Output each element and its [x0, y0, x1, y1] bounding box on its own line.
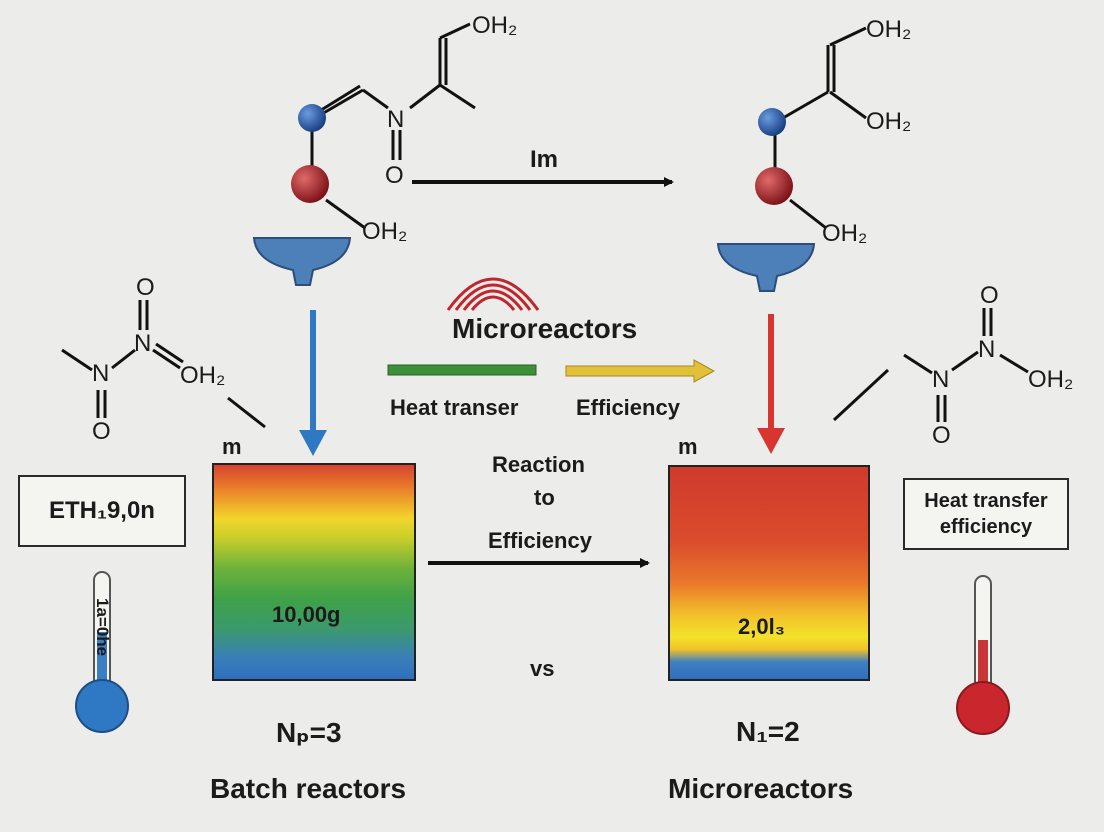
efficiency-mid-label: Efficiency [488, 528, 592, 553]
left-top-oh2-bottom-label: OH₂ [362, 218, 408, 245]
n1-label: N₁=2 [736, 716, 800, 747]
left-funnel-icon [252, 237, 352, 286]
left-nitro-oh2: OH₂ [180, 362, 226, 389]
left-blue-atom [298, 104, 326, 132]
micro-value-label: 2,0l₃ [738, 614, 785, 639]
m-left-label: m [222, 434, 242, 459]
blue-down-arrow-head [299, 430, 327, 456]
right-nitro-n-right: N [978, 336, 996, 363]
left-thermometer-fill [97, 632, 107, 696]
m-right-label: m [678, 434, 698, 459]
efficiency-label: Efficiency [576, 395, 680, 420]
right-red-atom [755, 167, 793, 205]
right-nitro-n-left: N [932, 366, 950, 393]
right-nitro-oh2: OH₂ [1028, 366, 1074, 393]
left-top-oh2-label: OH₂ [472, 12, 518, 39]
microreactors-bottom-label: Microreactors [668, 773, 854, 804]
heat-box-line2: efficiency [939, 516, 1033, 538]
right-nitro-o-top: O [980, 282, 999, 309]
left-top-n-label: N [387, 106, 405, 133]
batch-reactors-label: Batch reactors [210, 773, 407, 804]
right-nitro-bonds [832, 308, 1029, 422]
thermometer-text: 1a=0he [93, 598, 112, 657]
eth-box: ETH₁9,0n [18, 475, 186, 547]
left-nitro-o-bottom: O [92, 418, 111, 445]
left-thermometer-bulb [75, 679, 129, 733]
left-nitro-n-right: N [134, 330, 152, 357]
left-nitro-n-left: N [92, 360, 110, 387]
right-top-oh2-bottom-label: OH₂ [822, 220, 868, 247]
batch-value-label: 10,00g [272, 602, 341, 627]
red-down-arrow-head [757, 428, 785, 454]
batch-reactor-gradient-box [212, 463, 416, 681]
heat-transer-label: Heat transer [390, 395, 519, 420]
right-thermometer-fill [978, 640, 988, 696]
efficiency-arrow [565, 359, 716, 383]
right-top-oh2-mid-label: OH₂ [866, 108, 912, 135]
left-nitro-bonds [61, 300, 266, 429]
heat-transfer-efficiency-box: Heat transfer efficiency [903, 478, 1069, 550]
right-blue-atom [758, 108, 786, 136]
eth-box-text: ETH₁9,0n [49, 497, 155, 524]
left-top-molecule-bonds [310, 22, 476, 230]
left-nitro-o-top: O [136, 274, 155, 301]
np-label: Nₚ=3 [276, 717, 342, 748]
heat-transfer-bar [387, 364, 537, 376]
right-nitro-o-bottom: O [932, 422, 951, 449]
right-funnel-icon [716, 243, 816, 292]
vs-label: vs [530, 656, 555, 681]
heat-box-line1: Heat transfer [924, 490, 1048, 512]
wave-icon [446, 277, 540, 311]
left-top-o-label: O [385, 162, 404, 189]
microreactors-top-label: Microreactors [452, 313, 638, 344]
right-thermometer-bulb [956, 681, 1010, 735]
im-label: Im [530, 146, 559, 173]
left-red-atom [291, 165, 329, 203]
right-top-molecule-bonds [773, 26, 867, 230]
reaction-label: Reaction [492, 452, 585, 477]
microreactor-gradient-box [668, 465, 870, 681]
right-top-oh2-label: OH₂ [866, 16, 912, 43]
to-label: to [534, 485, 555, 510]
